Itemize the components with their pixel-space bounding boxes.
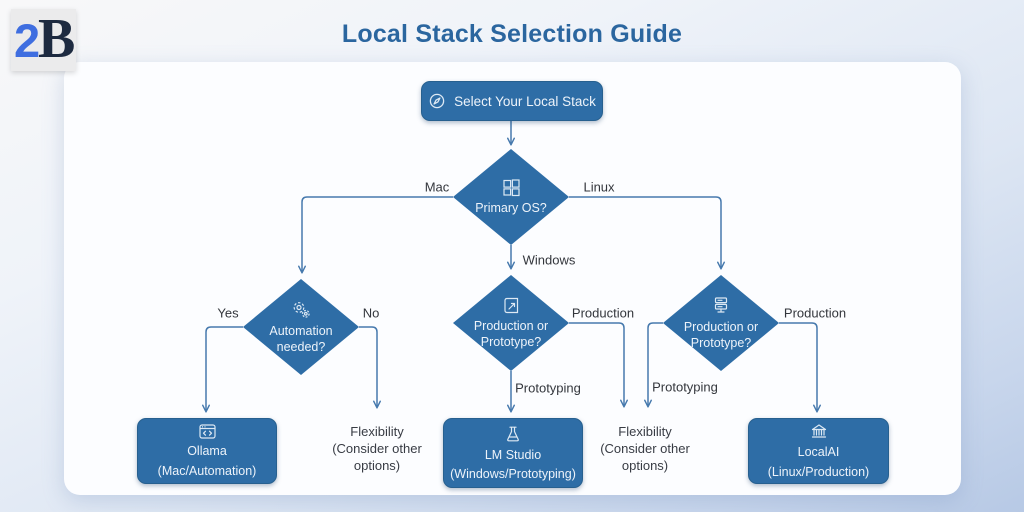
edge-label-production-linux: Production — [783, 305, 847, 321]
edge-label-prototyping-linux: Prototyping — [652, 379, 718, 395]
result-flexibility-left: Flexibility (Consider other options) — [332, 424, 422, 473]
code-window-icon — [198, 423, 217, 440]
server-icon — [710, 295, 732, 317]
flask-icon — [503, 424, 523, 444]
page-title: Local Stack Selection Guide — [341, 20, 683, 48]
edge-label-production-windows: Production — [571, 305, 635, 321]
result-name: Ollama — [187, 444, 227, 459]
result-detail: (Mac/Automation) — [157, 463, 257, 478]
compass-icon — [428, 92, 446, 110]
edge-label-yes: Yes — [217, 305, 239, 321]
brand-logo: 2 B — [11, 9, 76, 71]
result-flexibility-mid: Flexibility (Consider other options) — [600, 424, 690, 473]
result-name: LM Studio — [484, 447, 542, 462]
decision-label: Production or Prototype? — [683, 319, 759, 350]
decision-label: Automation needed? — [269, 323, 333, 354]
decision-label: Production or Prototype? — [473, 319, 549, 349]
start-label: Select Your Local Stack — [454, 93, 596, 109]
windows-logo-icon — [501, 177, 522, 198]
decision-label: Primary OS? — [475, 201, 547, 216]
result-localai: LocalAI (Linux/Production) — [748, 418, 889, 484]
result-detail: (Linux/Production) — [767, 464, 870, 479]
edge-label-mac: Mac — [424, 179, 450, 195]
logo-letter: B — [38, 8, 76, 70]
result-ollama: Ollama (Mac/Automation) — [137, 418, 277, 484]
blueprint-icon — [501, 295, 522, 316]
edge-label-linux: Linux — [583, 179, 615, 195]
edge-label-prototyping-windows: Prototyping — [515, 380, 581, 396]
logo-numeral: 2 — [14, 14, 41, 67]
edge-label-no: No — [362, 305, 380, 321]
start-node: Select Your Local Stack — [421, 81, 603, 121]
bank-icon — [809, 422, 829, 441]
result-lm-studio: LM Studio (Windows/Prototyping) — [443, 418, 583, 488]
result-detail: (Windows/Prototyping) — [450, 467, 576, 481]
edge-label-windows: Windows — [522, 252, 576, 268]
result-name: LocalAI — [797, 445, 840, 460]
gears-icon — [290, 299, 312, 321]
